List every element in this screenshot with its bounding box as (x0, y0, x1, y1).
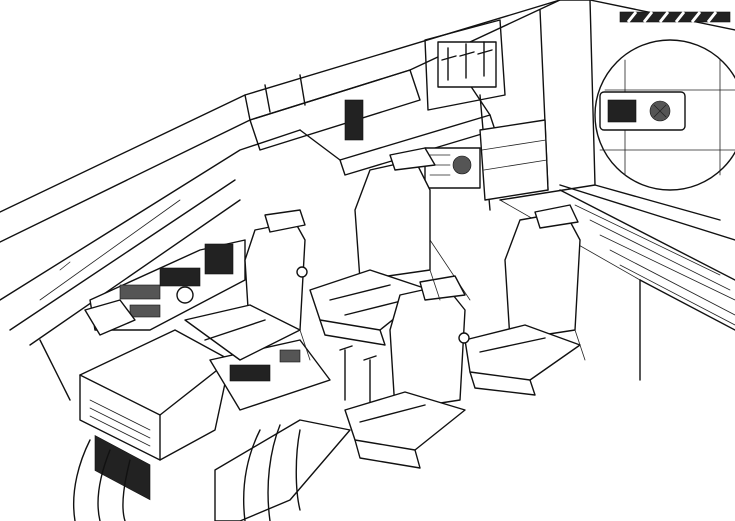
throttle-lever-1 (339, 345, 353, 401)
switch-row (119, 284, 161, 300)
seat-right-rear (464, 204, 581, 396)
pedestal-display (279, 349, 301, 363)
mfd-screen-center (159, 267, 201, 287)
cable-2 (97, 449, 111, 521)
seat-base-details (299, 269, 586, 361)
seat-pilot (184, 209, 308, 361)
mfd-screen-upper (204, 243, 234, 275)
lever-1 (441, 47, 457, 81)
wall-device (424, 147, 481, 189)
glare-shield-left (84, 299, 136, 336)
cable-4 (39, 339, 71, 401)
switch-row-lower (129, 304, 161, 318)
inset-display (607, 99, 637, 123)
wall-device-knob (452, 155, 472, 175)
pedestal-switches (229, 364, 271, 382)
floor (429, 189, 735, 381)
gauge (176, 286, 194, 304)
seat-center-rear (309, 147, 436, 346)
seat-copilot (344, 275, 470, 469)
instrument-panel (89, 239, 246, 331)
rear-bulkhead (409, 0, 596, 211)
front-console (39, 299, 231, 521)
throttle-lever-2 (363, 355, 377, 411)
cable-1 (72, 439, 91, 521)
lever-2 (459, 43, 475, 79)
lever-3 (477, 41, 493, 77)
cable-3 (122, 459, 131, 521)
hazard-stripe (619, 11, 731, 23)
lever-panel (437, 41, 497, 88)
overhead-circuit-block (344, 99, 364, 141)
right-bulkhead (559, 0, 735, 241)
